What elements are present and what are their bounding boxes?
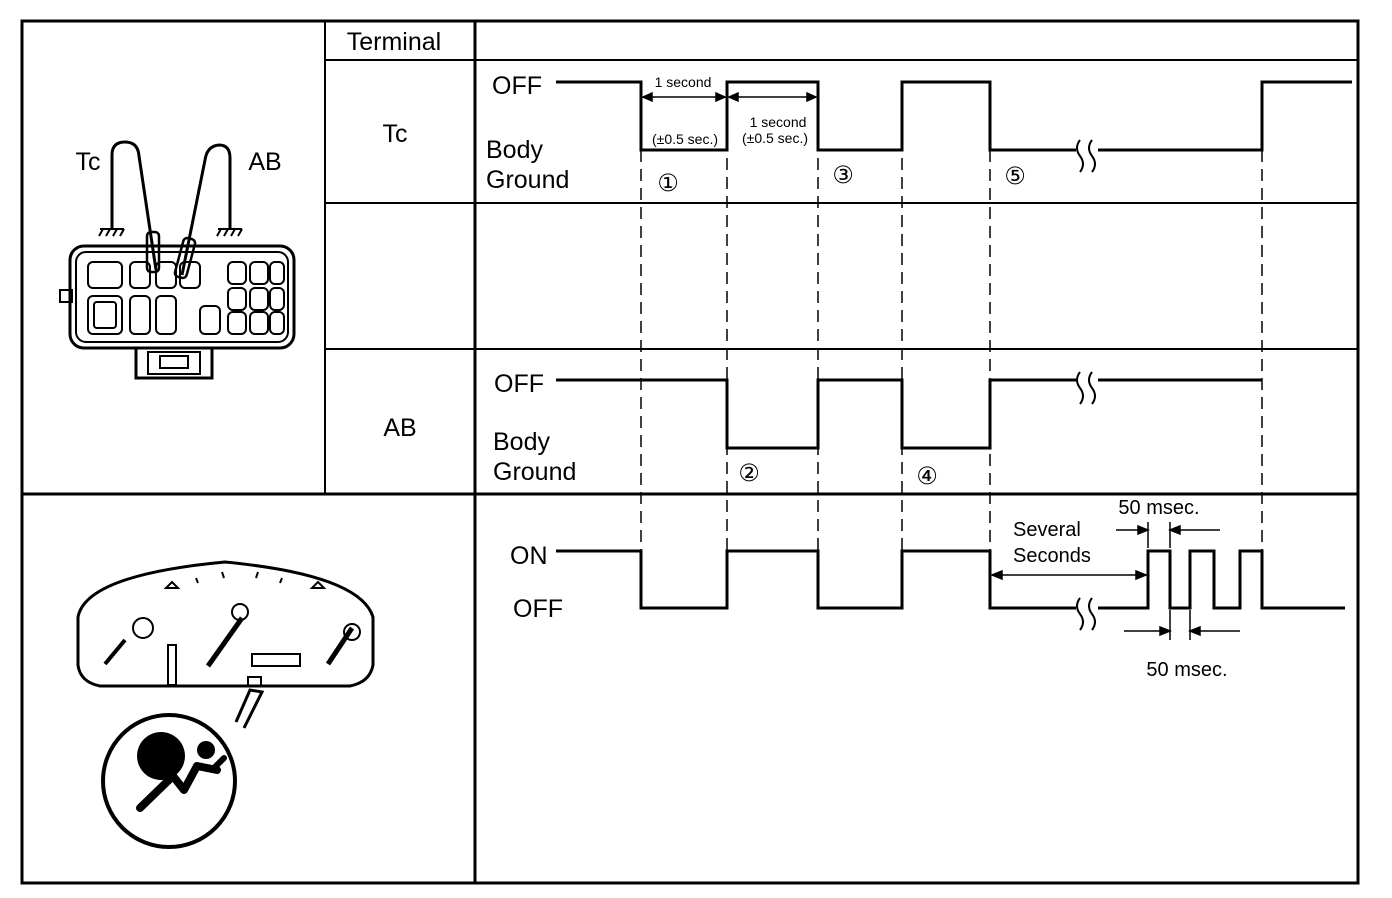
tc-level-body: Body	[486, 136, 543, 164]
pulse-top-label: 50 msec.	[1118, 497, 1199, 519]
row-label-ab: AB	[383, 414, 416, 442]
light-level-off: OFF	[513, 595, 563, 623]
ab-level-off: OFF	[494, 370, 544, 398]
waveform-warning-light	[556, 549, 1345, 631]
time-dividers	[640, 82, 1263, 555]
pulse-width-marks	[1116, 522, 1240, 640]
ab-level-ground: Ground	[493, 458, 576, 486]
ab-level-body: Body	[493, 428, 550, 456]
connector-illustration	[59, 140, 296, 380]
row-label-tc: Tc	[383, 120, 408, 148]
several-seconds-line2: Seconds	[1013, 545, 1091, 567]
tc-timing-arrows	[641, 91, 818, 103]
tc-timing-1-label: 1 second	[655, 74, 712, 90]
tc-level-ground: Ground	[486, 166, 569, 194]
step-2-marker: ②	[738, 459, 760, 487]
tc-level-off: OFF	[492, 72, 542, 100]
step-5-marker: ⑤	[1004, 162, 1026, 190]
several-seconds-line1: Several	[1013, 519, 1081, 541]
connector-label-tc: Tc	[76, 148, 101, 176]
instrument-cluster-illustration	[76, 560, 375, 849]
tc-timing-2-tol: (±0.5 sec.)	[742, 130, 808, 146]
waveform-tc	[556, 80, 1352, 173]
pulse-bottom-label: 50 msec.	[1146, 659, 1227, 681]
step-3-marker: ③	[832, 161, 854, 189]
header-terminal: Terminal	[347, 28, 441, 56]
several-seconds-arrow	[989, 569, 1149, 581]
step-1-marker: ①	[657, 169, 679, 197]
tc-timing-1-tol: (±0.5 sec.)	[652, 131, 718, 147]
step-4-marker: ④	[916, 462, 938, 490]
light-level-on: ON	[510, 542, 548, 570]
table-grid	[20, 19, 1360, 885]
connector-label-ab: AB	[248, 148, 281, 176]
tc-timing-2-label: 1 second	[750, 114, 807, 130]
waveform-ab	[556, 371, 1262, 450]
